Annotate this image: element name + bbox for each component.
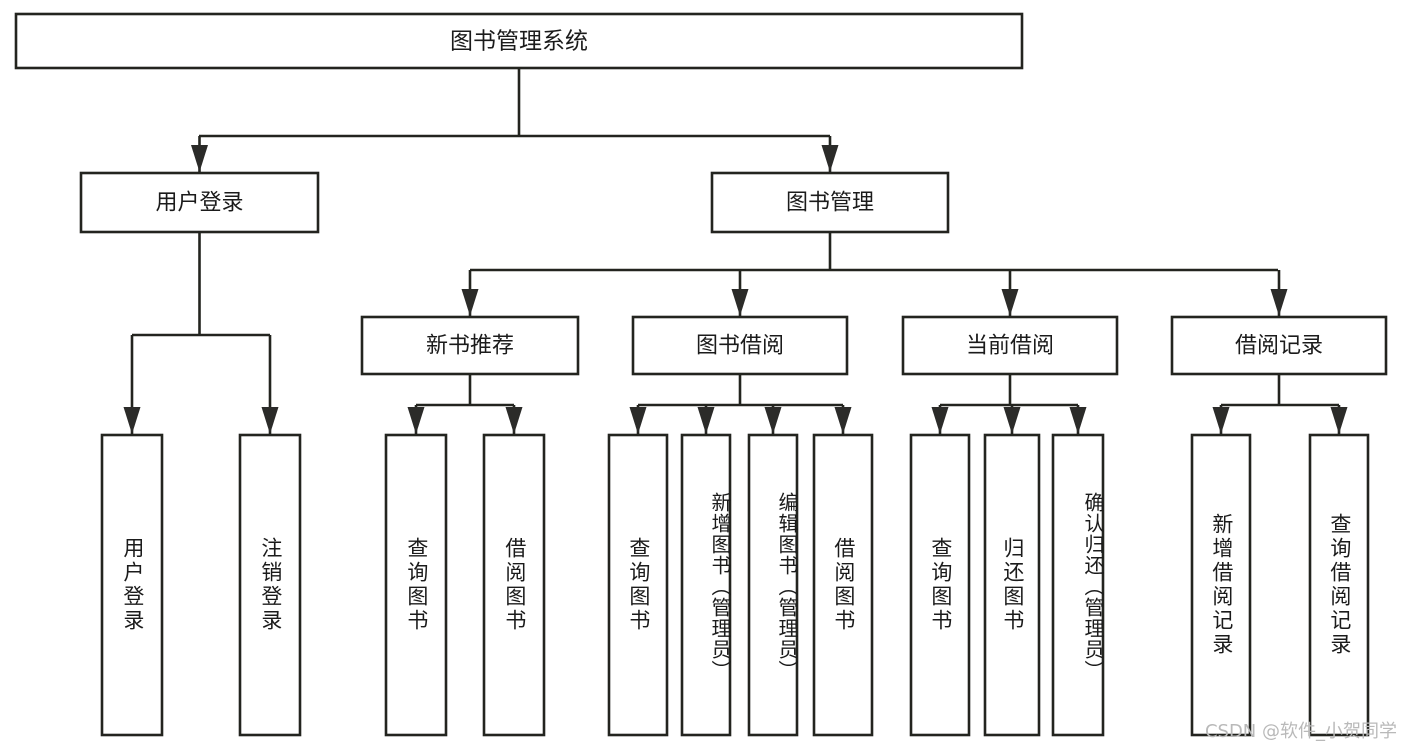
leaf-arrow-6 [764, 407, 782, 434]
node-level3-label-1: 图书借阅 [696, 334, 784, 359]
leaf-arrow-7 [834, 407, 852, 434]
node-level3-label-2: 当前借阅 [966, 334, 1054, 359]
leaf-arrow-12 [1330, 407, 1348, 434]
node-root-label: 图书管理系统 [450, 29, 588, 55]
leaf-arrow-8 [931, 407, 949, 434]
node-leaf-4 [607, 433, 669, 737]
node-level3-label-3: 借阅记录 [1235, 334, 1323, 359]
leaf-arrow-2 [407, 407, 425, 434]
node-leaf-7 [812, 433, 874, 737]
node-leaf-0 [100, 433, 164, 737]
leaf-arrow-10 [1069, 407, 1087, 434]
leaf-arrow-0 [123, 407, 141, 434]
node-leaf-10 [1051, 433, 1105, 737]
leaf-arrow-4 [629, 407, 647, 434]
level3-arrow-3 [1270, 289, 1288, 316]
node-leaf-6 [747, 433, 799, 737]
node-level3-1 [631, 315, 849, 376]
node-level2-label-1: 图书管理 [786, 191, 874, 216]
level2-arrow-1 [821, 145, 839, 172]
level3-arrow-2 [1001, 289, 1019, 316]
node-level3-2 [901, 315, 1119, 376]
node-leaf-12 [1308, 433, 1370, 737]
node-leaf-9 [983, 433, 1041, 737]
node-box-layer [14, 12, 1388, 737]
node-leaf-5 [680, 433, 732, 737]
node-leaf-11 [1190, 433, 1252, 737]
node-root [14, 12, 1024, 70]
leaf-arrow-11 [1212, 407, 1230, 434]
node-level2-0 [79, 171, 320, 234]
watermark-text: CSDN @软件_小贺同学 [1204, 721, 1397, 742]
leaf-arrow-9 [1003, 407, 1021, 434]
connector-layer [123, 68, 1348, 434]
leaf-arrow-5 [697, 407, 715, 434]
node-level3-3 [1170, 315, 1388, 376]
node-level3-0 [360, 315, 580, 376]
node-leaf-3 [482, 433, 546, 737]
node-level2-label-0: 用户登录 [155, 191, 243, 216]
level3-arrow-0 [461, 289, 479, 316]
level2-arrow-0 [191, 145, 208, 172]
node-leaf-8 [909, 433, 971, 737]
node-leaf-2 [384, 433, 448, 737]
node-level3-label-0: 新书推荐 [426, 334, 514, 359]
node-leaf-1 [238, 433, 302, 737]
leaf-arrow-3 [505, 407, 523, 434]
level3-arrow-1 [731, 289, 749, 316]
node-level2-1 [710, 171, 950, 234]
leaf-arrow-1 [261, 407, 279, 434]
